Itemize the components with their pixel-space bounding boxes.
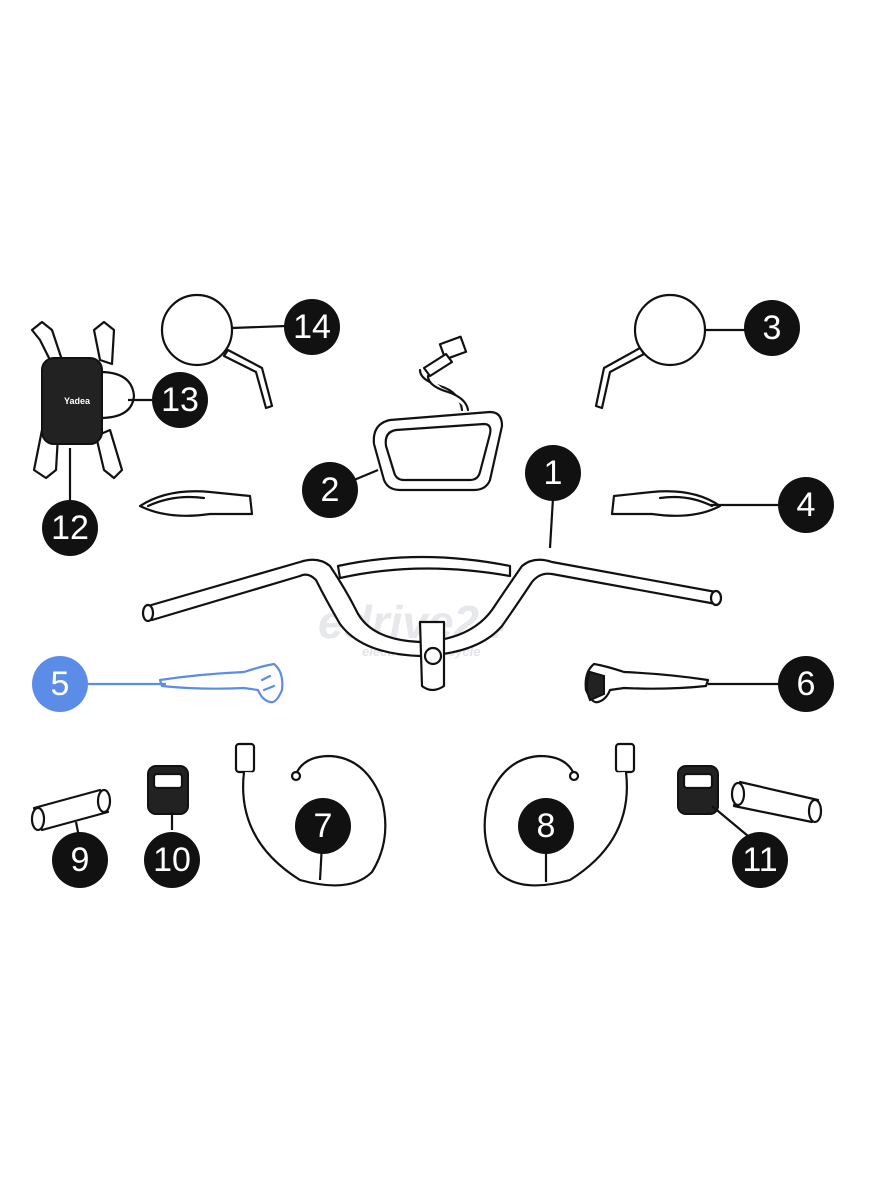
callout-6-label: 6: [797, 665, 816, 703]
callout-11[interactable]: 11: [732, 832, 788, 888]
part-right-switch[interactable]: [677, 765, 719, 815]
callout-10-label: 10: [153, 841, 191, 879]
callout-3[interactable]: 3: [744, 300, 800, 356]
part-left-switch[interactable]: [147, 765, 189, 815]
callout-9[interactable]: 9: [52, 832, 108, 888]
callout-7-label: 7: [314, 807, 333, 845]
callout-11-label: 11: [742, 841, 777, 879]
callout-12[interactable]: 12: [42, 500, 98, 556]
part-left-indicator[interactable]: [138, 490, 254, 517]
callout-2-label: 2: [321, 471, 340, 509]
callout-5[interactable]: 5: [32, 656, 88, 712]
callout-13-label: 13: [161, 381, 199, 419]
part-left-mirror[interactable]: [160, 293, 274, 410]
callout-9-label: 9: [71, 841, 90, 879]
part-phone-holder[interactable]: Yadea: [30, 320, 136, 480]
callout-6[interactable]: 6: [778, 656, 834, 712]
callout-4-label: 4: [797, 486, 816, 524]
callout-14[interactable]: 14: [284, 299, 340, 355]
callout-5-label: 5: [51, 665, 70, 703]
part-right-grip[interactable]: [730, 780, 823, 824]
callout-1[interactable]: 1: [525, 445, 581, 501]
callout-8-label: 8: [537, 807, 556, 845]
callout-4[interactable]: 4: [778, 477, 834, 533]
callout-7[interactable]: 7: [295, 798, 351, 854]
callout-8[interactable]: 8: [518, 798, 574, 854]
part-left-brake-lever[interactable]: [158, 662, 284, 704]
part-handlebar[interactable]: [141, 555, 723, 692]
part-left-grip[interactable]: [30, 788, 112, 832]
part-right-mirror[interactable]: [594, 293, 707, 410]
phone-holder-logo: Yadea: [64, 396, 91, 406]
callout-1-label: 1: [544, 454, 563, 492]
part-display[interactable]: [372, 335, 504, 492]
callout-13[interactable]: 13: [152, 372, 208, 428]
callout-2[interactable]: 2: [302, 462, 358, 518]
callout-3-label: 3: [763, 309, 782, 347]
callout-12-label: 12: [51, 509, 89, 547]
part-right-brake-lever[interactable]: [584, 662, 710, 704]
part-right-indicator[interactable]: [610, 490, 722, 517]
callout-10[interactable]: 10: [144, 832, 200, 888]
callout-14-label: 14: [293, 308, 331, 346]
